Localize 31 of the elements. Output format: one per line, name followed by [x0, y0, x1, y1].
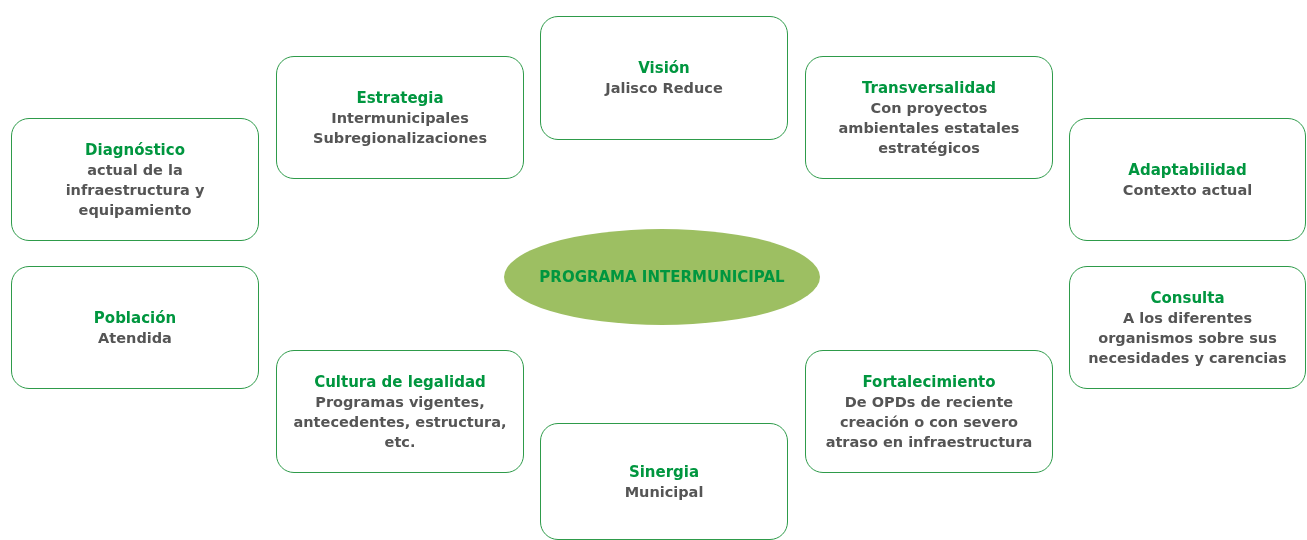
- box-heading: Adaptabilidad: [1128, 159, 1247, 180]
- box-description: Programas vigentes, antecedentes, estructura, etc.: [292, 392, 508, 452]
- concept-box: [540, 16, 788, 140]
- concept-box: [805, 350, 1053, 473]
- box-description: Intermunicipales Subregionalizaciones: [312, 108, 488, 148]
- box-description: actual de la infraestructura y equipamiento: [64, 160, 206, 220]
- concept-box: [1069, 118, 1306, 241]
- box-description: Contexto actual: [1122, 180, 1253, 200]
- box-description: A los diferentes organismos sobre sus necesidades y carencias: [1087, 308, 1288, 368]
- box-description: Jalisco Reduce: [605, 79, 723, 98]
- concept-box: [276, 350, 524, 473]
- box-heading: Población: [93, 307, 177, 328]
- box-description: De OPDs de reciente creación o con severo atraso en infraestructura: [824, 392, 1034, 452]
- box-heading: Sinergia: [628, 461, 700, 482]
- concept-box: [805, 56, 1053, 179]
- box-heading: Cultura de legalidad: [314, 371, 486, 392]
- box-description: Municipal: [624, 482, 704, 502]
- box-heading: Visión: [638, 58, 690, 78]
- concept-box: [11, 266, 259, 389]
- box-heading: Estrategia: [356, 87, 444, 108]
- box-heading: Diagnóstico: [85, 139, 185, 160]
- concept-box: [11, 118, 259, 241]
- concept-box: [276, 56, 524, 179]
- concept-box: [1069, 266, 1306, 389]
- box-heading: Transversalidad: [862, 77, 996, 98]
- box-heading: Fortalecimiento: [862, 371, 996, 392]
- center-title: PROGRAMA INTERMUNICIPAL: [539, 267, 785, 287]
- concept-box: [540, 423, 788, 540]
- box-description: Con proyectos ambientales estatales estratégicos: [837, 98, 1021, 158]
- box-description: Atendida: [98, 328, 172, 348]
- box-heading: Consulta: [1150, 287, 1225, 308]
